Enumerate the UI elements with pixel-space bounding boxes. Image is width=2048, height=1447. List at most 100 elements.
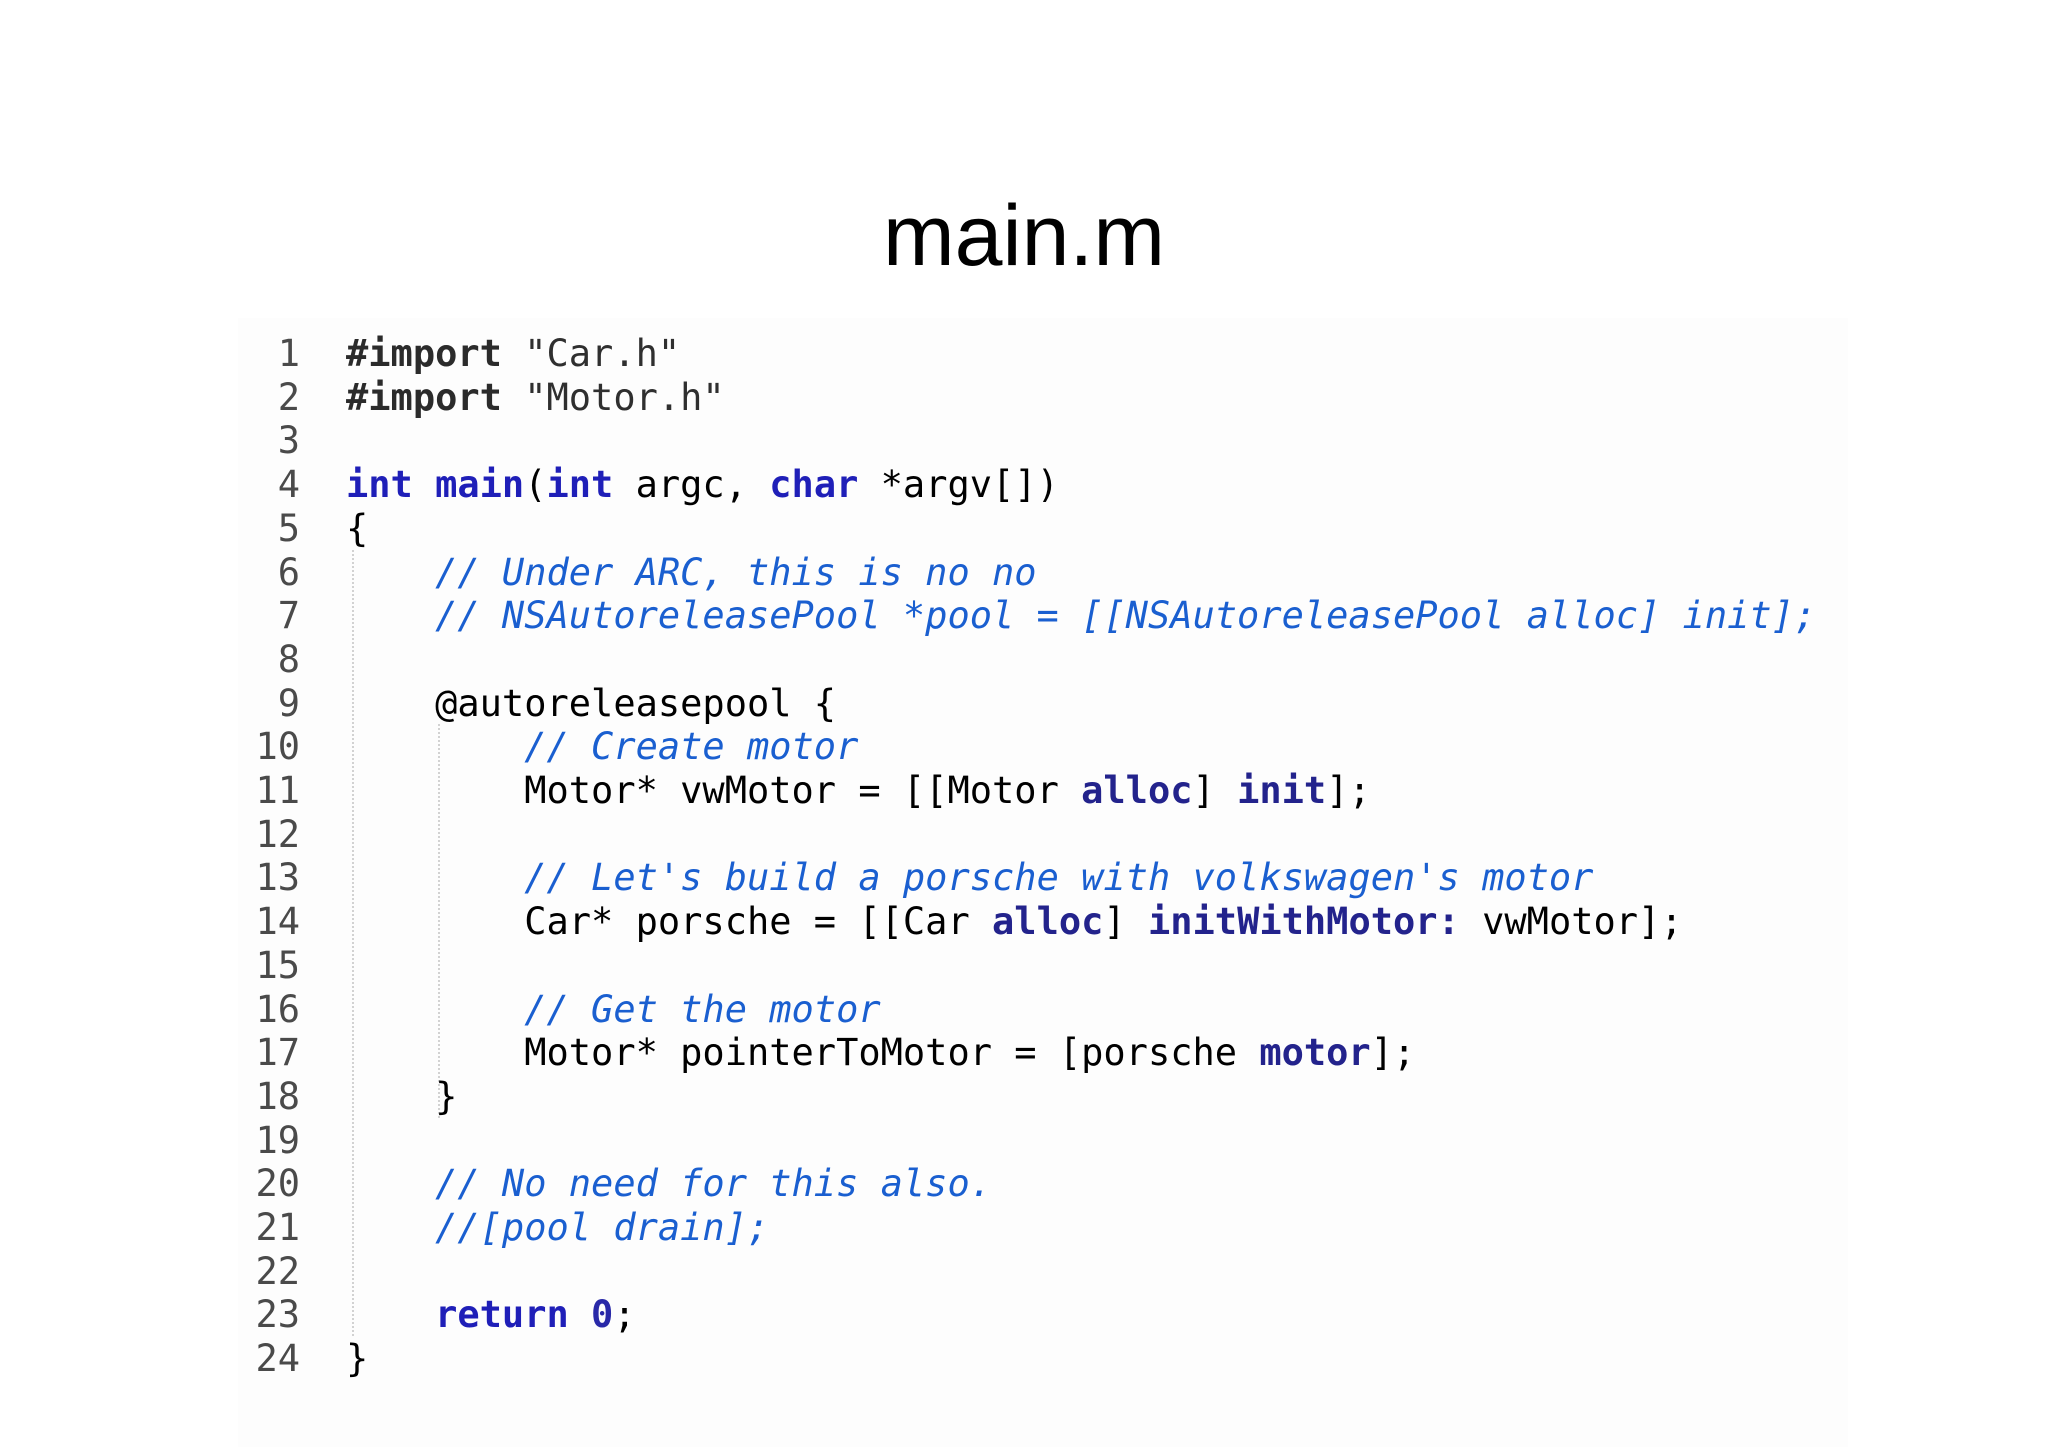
slide-title: main.m xyxy=(883,188,1165,284)
code-token: { xyxy=(346,506,369,550)
code-line: 17 Motor* pointerToMotor = [porsche moto… xyxy=(238,1031,1848,1075)
code-line: 10 // Create motor xyxy=(238,725,1848,769)
code-token: // NSAutoreleasePool *pool = [[NSAutorel… xyxy=(435,594,1817,638)
code-text: // NSAutoreleasePool *pool = [[NSAutorel… xyxy=(346,594,1816,638)
code-text: Car* porsche = [[Car alloc] initWithMoto… xyxy=(346,900,1683,944)
code-text: } xyxy=(346,1337,368,1381)
code-line: 22 xyxy=(238,1250,1848,1294)
code-line: 14 Car* porsche = [[Car alloc] initWithM… xyxy=(238,900,1848,944)
code-line: 4 int main(int argc, char *argv[]) xyxy=(238,463,1848,507)
code-token: // Get the motor xyxy=(524,987,881,1031)
line-number: 4 xyxy=(277,463,300,507)
code-token: ]; xyxy=(1326,769,1371,812)
code-token: int xyxy=(546,463,614,507)
code-token: main xyxy=(435,463,525,507)
line-number: 10 xyxy=(255,725,300,769)
code-indent xyxy=(346,725,524,768)
code-text: #import "Car.h" xyxy=(346,332,680,376)
code-text: // Under ARC, this is no no xyxy=(346,550,1037,595)
code-token: vwMotor]; xyxy=(1459,900,1683,944)
code-line: 18 } xyxy=(238,1075,1848,1119)
code-text: // No need for this also. xyxy=(346,1162,992,1206)
code-text: // Let's build a porsche with volkswagen… xyxy=(346,856,1593,900)
line-number: 5 xyxy=(277,506,300,550)
code-text: { xyxy=(346,507,368,551)
code-text: Motor* pointerToMotor = [porsche motor]; xyxy=(346,1031,1415,1075)
code-line: 5{ xyxy=(238,507,1848,551)
code-token: ( xyxy=(524,463,547,507)
line-number: 14 xyxy=(255,900,300,944)
line-number: 2 xyxy=(277,375,300,419)
code-token xyxy=(569,1293,591,1336)
line-number: 18 xyxy=(255,1074,300,1118)
code-token: @autoreleasepool { xyxy=(435,681,837,725)
indent-guide xyxy=(352,550,354,1336)
code-indent xyxy=(346,900,524,943)
line-number: 13 xyxy=(255,856,300,900)
code-line: 7 // NSAutoreleasePool *pool = [[NSAutor… xyxy=(238,594,1848,638)
code-line: 23 return 0; xyxy=(238,1293,1848,1337)
code-indent xyxy=(346,1075,435,1118)
line-number: 22 xyxy=(255,1249,300,1293)
code-indent xyxy=(346,856,524,899)
code-token: } xyxy=(346,1337,369,1381)
code-token: 0 xyxy=(591,1293,614,1337)
code-indent xyxy=(346,1162,435,1205)
line-number: 15 xyxy=(255,943,300,987)
line-number: 1 xyxy=(277,332,300,375)
code-token: ]; xyxy=(1370,1031,1416,1075)
line-number: 24 xyxy=(255,1337,300,1381)
code-text: int main(int argc, char *argv[]) xyxy=(346,463,1059,507)
code-token: int xyxy=(346,463,413,507)
code-indent xyxy=(346,1293,435,1336)
code-token: motor xyxy=(1259,1031,1371,1075)
line-number: 6 xyxy=(277,550,300,594)
code-token: Motor* pointerToMotor = [porsche xyxy=(524,1031,1260,1075)
code-token: char xyxy=(769,463,859,507)
code-line: 11 Motor* vwMotor = [[Motor alloc] init]… xyxy=(238,769,1848,813)
line-number: 9 xyxy=(277,681,300,725)
line-number: 11 xyxy=(255,769,300,812)
code-text: //[pool drain]; xyxy=(346,1206,769,1250)
code-token: initWithMotor: xyxy=(1147,900,1460,944)
code-text: // Get the motor xyxy=(346,987,881,1032)
line-number: 19 xyxy=(255,1118,300,1162)
code-line: 21 //[pool drain]; xyxy=(238,1206,1848,1250)
code-token: //[pool drain]; xyxy=(435,1206,770,1249)
line-number: 3 xyxy=(277,419,300,463)
code-line: 1 #import "Car.h" xyxy=(238,332,1848,376)
code-token: #import xyxy=(346,332,502,375)
code-line: 13 // Let's build a porsche with volkswa… xyxy=(238,856,1848,900)
code-token xyxy=(413,463,435,506)
code-token: // Under ARC, this is no no xyxy=(435,550,1037,594)
line-number: 23 xyxy=(255,1293,300,1337)
code-token: Car* porsche = [[Car xyxy=(524,900,993,944)
code-token: Motor* vwMotor = [[Motor xyxy=(524,769,1082,812)
code-indent xyxy=(346,1031,524,1074)
indent-guide xyxy=(438,724,440,1118)
code-text: // Create motor xyxy=(346,725,858,769)
line-number: 20 xyxy=(255,1162,300,1206)
code-token: // No need for this also. xyxy=(435,1162,993,1206)
code-indent xyxy=(346,769,524,812)
line-number: 12 xyxy=(255,812,300,856)
code-text: @autoreleasepool { xyxy=(346,682,836,726)
code-token: } xyxy=(435,1074,458,1118)
code-line: 12 xyxy=(238,813,1848,857)
code-line: 16 // Get the motor xyxy=(238,988,1848,1032)
code-line: 6 // Under ARC, this is no no xyxy=(238,551,1848,595)
code-line: 3 xyxy=(238,419,1848,463)
code-indent xyxy=(346,682,435,725)
code-line: 9 @autoreleasepool { xyxy=(238,682,1848,726)
code-token: alloc xyxy=(992,900,1104,944)
code-token: init xyxy=(1237,769,1327,812)
code-token: alloc xyxy=(1081,769,1193,812)
code-token: ] xyxy=(1103,900,1148,944)
code-indent xyxy=(346,551,435,594)
code-line: 19 xyxy=(238,1119,1848,1163)
code-text: #import "Motor.h" xyxy=(346,376,725,420)
code-indent xyxy=(346,1206,435,1249)
code-line: 2 #import "Motor.h" xyxy=(238,376,1848,420)
code-indent xyxy=(346,988,524,1031)
